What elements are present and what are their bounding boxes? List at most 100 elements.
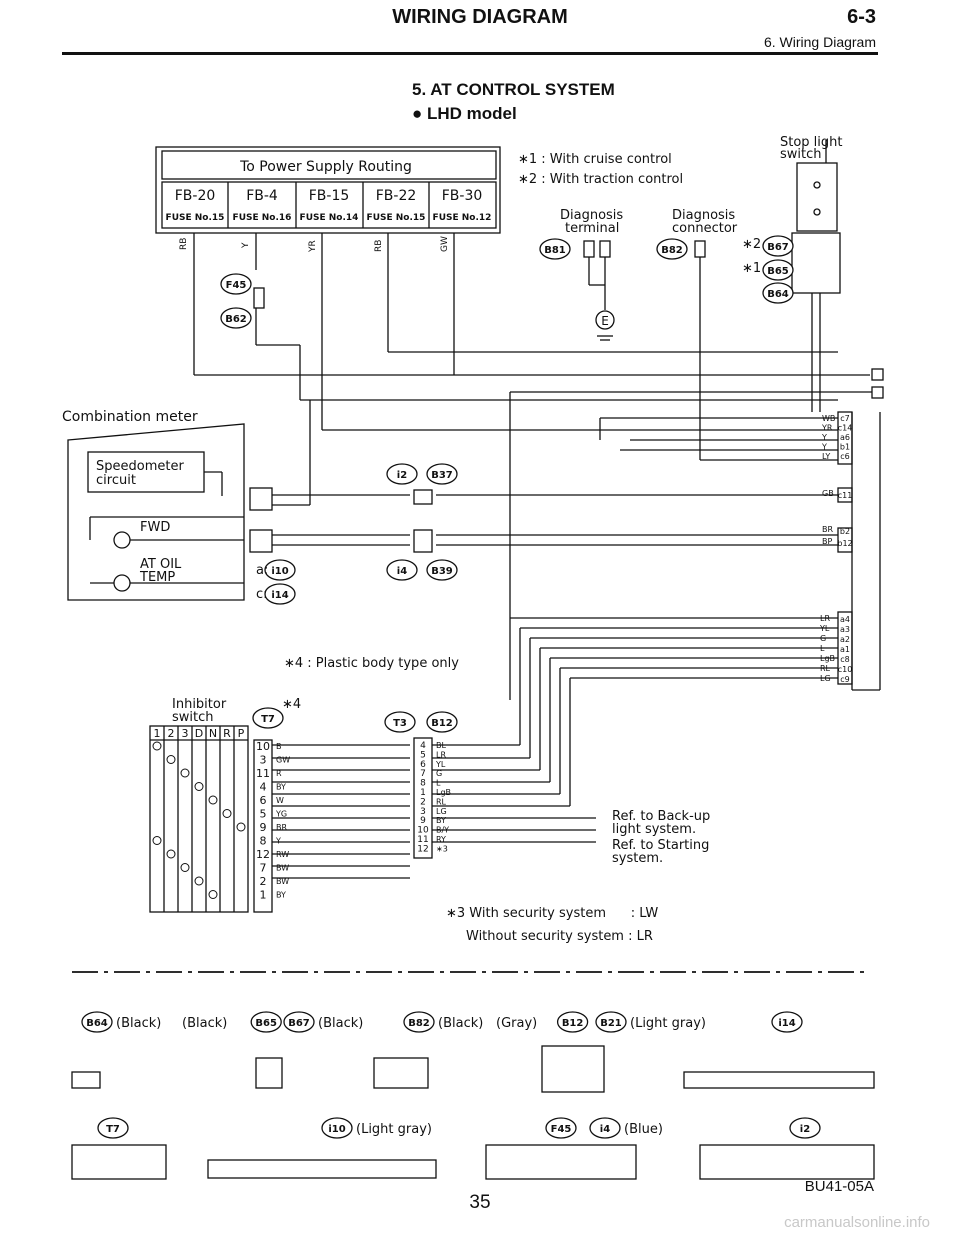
inhibitor-header-cell: 2	[168, 727, 175, 740]
connector-i2-label: i2	[397, 470, 407, 481]
t3-wire: L	[436, 779, 441, 788]
inhibitor-pin: 4	[260, 781, 267, 794]
connector-b39: B39	[426, 559, 458, 581]
inhibitor-wire: BY	[276, 783, 286, 792]
inhibitor-pin: 1	[260, 889, 267, 902]
inhibitor-contact	[194, 876, 204, 886]
diagram-code: BU41-05A	[804, 1178, 874, 1195]
inhibitor-wire: BW	[276, 877, 289, 886]
tcm-wire: YR	[821, 424, 833, 433]
fuse-no: FUSE No.15	[166, 213, 225, 223]
star4-label: ∗4	[282, 697, 301, 712]
legend-connector-b64: B64	[81, 1011, 113, 1033]
wire-label: RB	[374, 240, 384, 252]
connector-b62-label: B62	[225, 314, 247, 325]
fuse-no: FUSE No.16	[233, 213, 292, 223]
connector-f45-label: F45	[226, 280, 247, 291]
legend-prefix: (Black)	[182, 1016, 227, 1031]
tcm-pin: c11	[838, 491, 853, 500]
connector-i14: i14	[264, 583, 296, 605]
connector-i10: i10	[264, 559, 296, 581]
t3-wire: B/Y	[436, 826, 449, 835]
legend-connector-b12: B12	[556, 1011, 589, 1033]
fuse-id: FB-4	[246, 188, 278, 204]
legend-connector-i10-label: i10	[328, 1124, 345, 1135]
inhibitor-pin: 11	[256, 767, 270, 780]
connector-b67: B67	[762, 235, 794, 257]
t3-pin: 2	[420, 797, 426, 807]
inhibitor-wire: RW	[276, 850, 289, 859]
connector-b65-label: B65	[767, 266, 789, 277]
fuse-no: FUSE No.14	[300, 213, 359, 223]
tcm-wire: BP	[822, 537, 832, 546]
inhibitor-pin: 9	[260, 821, 267, 834]
t3-wire: YL	[435, 760, 446, 769]
page-number: 35	[469, 1192, 491, 1213]
inhibitor-contact	[166, 755, 176, 764]
tcm-pin: c14	[838, 424, 853, 433]
wire-label: RB	[179, 238, 189, 250]
fuse-id: FB-15	[309, 188, 350, 204]
inhibitor-header-cell: R	[223, 727, 231, 740]
connector-b37: B37	[426, 463, 458, 485]
power-supply-title: To Power Supply Routing	[239, 159, 412, 175]
inhibitor-wire: R	[276, 769, 282, 778]
speedometer-label: Speedometer	[96, 459, 184, 474]
legend-connector-b64-label: B64	[86, 1018, 108, 1029]
inhibitor-pin: 12	[256, 848, 270, 861]
ref-start-label-2: system.	[612, 851, 663, 866]
t3-pin: 7	[420, 769, 426, 779]
star1-label: ∗1	[742, 261, 761, 276]
t3-pin: 12	[417, 844, 428, 854]
tcm-pin: c10	[838, 665, 853, 674]
inhibitor-pin: 8	[260, 835, 267, 848]
diag-connector-label: Diagnosis	[672, 208, 735, 223]
connector-t3: T3	[384, 711, 416, 733]
t3-wire: BY	[436, 816, 446, 825]
inhibitor-wire: W	[276, 796, 284, 805]
connector-b67-label: B67	[767, 242, 789, 253]
inhibitor-contact	[180, 768, 190, 778]
legend-connector-i14-label: i14	[778, 1018, 795, 1029]
t3-pin: 6	[420, 760, 426, 770]
page-subtitle: 6. Wiring Diagram	[763, 34, 876, 50]
section-title: 5. AT CONTROL SYSTEM	[412, 80, 615, 99]
t3-pin: 8	[420, 779, 426, 789]
ref-backup-label-2: light system.	[612, 822, 696, 837]
fuse-row-box	[161, 181, 497, 229]
tcm-pin: b2	[840, 527, 850, 536]
tcm-wire: LG	[820, 674, 831, 683]
t3-wire: LG	[436, 807, 447, 816]
connector-i10-label: i10	[271, 566, 288, 577]
fuse-labels: FB-20 FUSE No.15 FB-4 FUSE No.16 FB-15 F…	[166, 188, 492, 223]
tcm-pin: c9	[840, 675, 850, 684]
connector-b62: B62	[220, 307, 252, 329]
power-supply-title-box	[161, 150, 497, 180]
connector-t7: T7	[252, 707, 284, 729]
tcm-right-pins: c7WBc14YRa6Yb1Yc6LYc11GBb2BRb12BPa4LRa3Y…	[819, 414, 853, 684]
t3-wire: LgB	[436, 788, 451, 797]
tcm-wire: LR	[820, 614, 830, 623]
connector-b12-label: B12	[431, 718, 453, 729]
legend-connector-i14: i14	[771, 1011, 803, 1033]
legend-prefix: (Gray)	[496, 1016, 537, 1031]
legend-connector-b65: B65	[250, 1011, 282, 1033]
connector-i4-label: i4	[397, 566, 407, 577]
fuse-id: FB-30	[442, 188, 483, 204]
inhibitor-wire: B	[276, 742, 282, 751]
connector-b82-label: B82	[661, 245, 683, 256]
tcm-pin: a4	[840, 615, 850, 624]
tcm-pin: a1	[840, 645, 850, 654]
connector-i14-label: i14	[271, 590, 288, 601]
fuse-id: FB-20	[175, 188, 216, 204]
at-oil-label-2: TEMP	[139, 570, 175, 585]
connector-i2: i2	[386, 463, 418, 485]
connector-t3-label: T3	[393, 718, 407, 729]
legend-color: (Light gray)	[356, 1122, 432, 1137]
tcm-wire: LY	[822, 452, 830, 461]
legend-connector-f45-label: F45	[551, 1124, 572, 1135]
